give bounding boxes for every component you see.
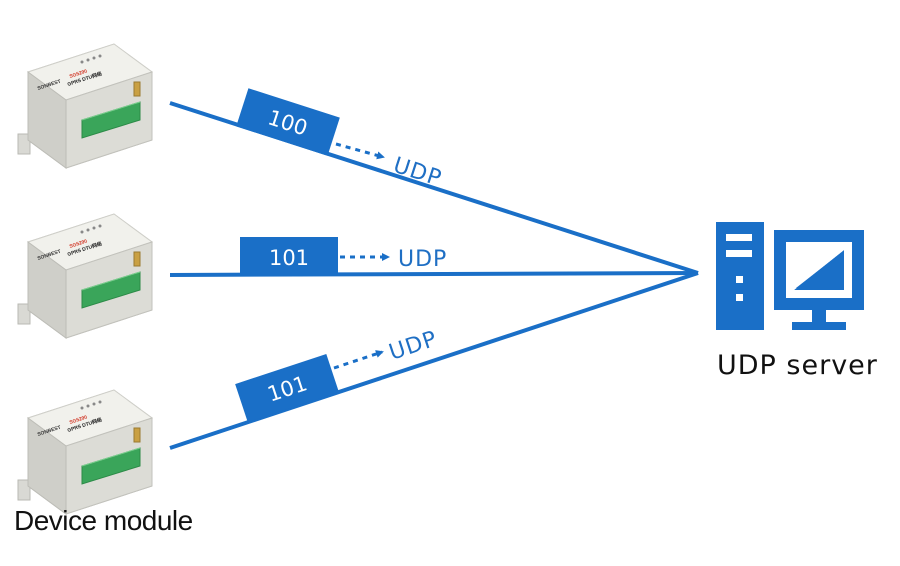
udp-label-2: UDP [398, 247, 447, 272]
device-module-1 [17, 43, 153, 169]
link-line-3 [169, 271, 699, 450]
server-label: UDP server [717, 350, 878, 381]
packet-tag-1: 100 [236, 88, 340, 156]
device-caption: Device module [14, 505, 193, 536]
udp-arrow-3 [333, 350, 384, 370]
packet-tag-2: 101 [240, 237, 338, 275]
udp-arrow-1 [335, 142, 385, 160]
packet-tag-3: 101 [235, 353, 339, 423]
computer-icon [716, 222, 864, 330]
device-module-2 [17, 213, 153, 339]
udp-label-1: UDP [390, 153, 445, 192]
device-module-3 [17, 389, 153, 515]
packet-label-2: 101 [269, 246, 309, 270]
